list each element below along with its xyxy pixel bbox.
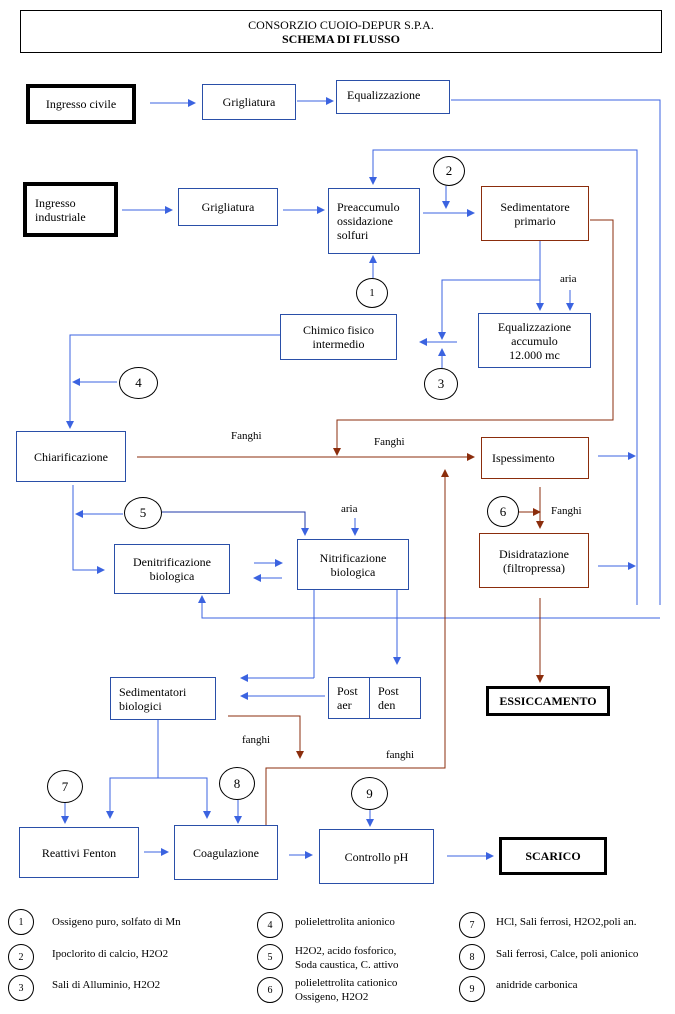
line-equalizzazione-bypass [451, 99, 661, 605]
node-ispessimento: Ispessimento [481, 437, 589, 479]
node-grigliatura-civile: Grigliatura [202, 84, 296, 120]
line-sedbio-to-coag [158, 777, 211, 819]
node-reattivi-fenton: Reattivi Fenton [19, 827, 139, 878]
legend-num-3: 3 [8, 975, 34, 1001]
legend-text-5: H2O2, acido fosforico, Soda caustica, C.… [295, 945, 399, 971]
node-controllo-ph: Controllo pH [319, 829, 434, 884]
node-grigliatura-industriale: Grigliatura [178, 188, 278, 226]
legend-text-7: HCl, Sali ferrosi, H2O2,poli an. [496, 916, 637, 928]
sludge-coag-up [265, 469, 449, 825]
node-denitrificazione: Denitrificazione biologica [114, 544, 230, 594]
legend-num-7: 7 [459, 912, 485, 938]
legend-num-4: 4 [257, 912, 283, 938]
node-ingresso-civile: Ingresso civile [26, 84, 136, 124]
line-recycle-top [369, 149, 638, 605]
legend-num-5: 5 [257, 944, 283, 970]
company-name: CONSORZIO CUOIO-DEPUR S.P.A. [248, 17, 434, 32]
node-essiccamento: ESSICCAMENTO [486, 686, 610, 716]
label-fanghi-chiar: Fanghi [231, 430, 262, 442]
label-aria-eq: aria [560, 273, 577, 285]
sludge-primario [333, 219, 614, 456]
node-coagulazione: Coagulazione [174, 825, 278, 880]
dose-marker-5: 5 [124, 497, 162, 529]
label-aria-nit: aria [341, 503, 358, 515]
node-sedimentatori-biologici: Sedimentatori biologici [110, 677, 216, 720]
node-chiarificazione: Chiarificazione [16, 431, 126, 482]
line-return-to-denit [198, 595, 660, 619]
legend-num-6: 6 [257, 977, 283, 1003]
node-nitrificazione: Nitrificazione biologica [297, 539, 409, 590]
dose-marker-9: 9 [351, 777, 388, 810]
legend-num-1: 1 [8, 909, 34, 935]
label-fanghi-coag: fanghi [386, 749, 415, 761]
legend-num-9: 9 [459, 976, 485, 1002]
legend-text-8: Sali ferrosi, Calce, poli anionico [496, 948, 639, 960]
legend-text-2: Ipoclorito di calcio, H2O2 [52, 948, 169, 960]
node-chimico-fisico: Chimico fisico intermedio [280, 314, 397, 360]
legend-text-4: polielettrolita anionico [295, 916, 395, 928]
node-ingresso-industriale: Ingresso industriale [23, 182, 118, 237]
header-box: CONSORZIO CUOIO-DEPUR S.P.A. SCHEMA DI F… [20, 10, 662, 53]
dose-marker-2: 2 [433, 156, 465, 186]
line-chiar-to-denit [72, 485, 105, 574]
sludge-sedbio [228, 715, 304, 759]
label-fanghi-sedbio: fanghi [242, 734, 271, 746]
legend-text-6: polielettrolita cationico Ossigeno, H2O2 [295, 977, 398, 1003]
legend-text-3: Sali di Alluminio, H2O2 [52, 979, 161, 991]
legend-num-8: 8 [459, 944, 485, 970]
dose-marker-3: 3 [424, 368, 458, 400]
node-equalizzazione: Equalizzazione [336, 80, 450, 114]
legend-num-2: 2 [8, 944, 34, 970]
legend-text-9: anidride carbonica [496, 979, 578, 991]
node-equalizzazione-accumulo: Equalizzazione accumulo 12.000 mc [478, 313, 591, 368]
dose-marker-8: 8 [219, 767, 255, 800]
dose-marker-6: 6 [487, 496, 519, 527]
node-sedimentatore-primario: Sedimentatore primario [481, 186, 589, 241]
node-post-den: Post den [369, 677, 421, 719]
node-post-aer: Post aer [328, 677, 370, 719]
line-dose-5-right [162, 511, 309, 536]
dose-marker-4: 4 [119, 367, 158, 399]
diagram-title: SCHEMA DI FLUSSO [281, 31, 401, 46]
dose-marker-1: 1 [356, 278, 388, 308]
node-scarico: SCARICO [499, 837, 607, 875]
dose-marker-7: 7 [47, 770, 83, 803]
label-fanghi-primario: Fanghi [374, 436, 405, 448]
line-chimico-to-chiar [66, 334, 280, 429]
node-preaccumulo: Preaccumulo ossidazione solfuri [328, 188, 420, 254]
line-to-chimico [438, 279, 540, 340]
legend-text-1: Ossigeno puro, solfato di Mn [52, 916, 181, 928]
line-sedbio-split [106, 720, 159, 819]
node-disidratazione: Disidratazione (filtropressa) [479, 533, 589, 588]
label-fanghi-ispess: Fanghi [551, 505, 582, 517]
